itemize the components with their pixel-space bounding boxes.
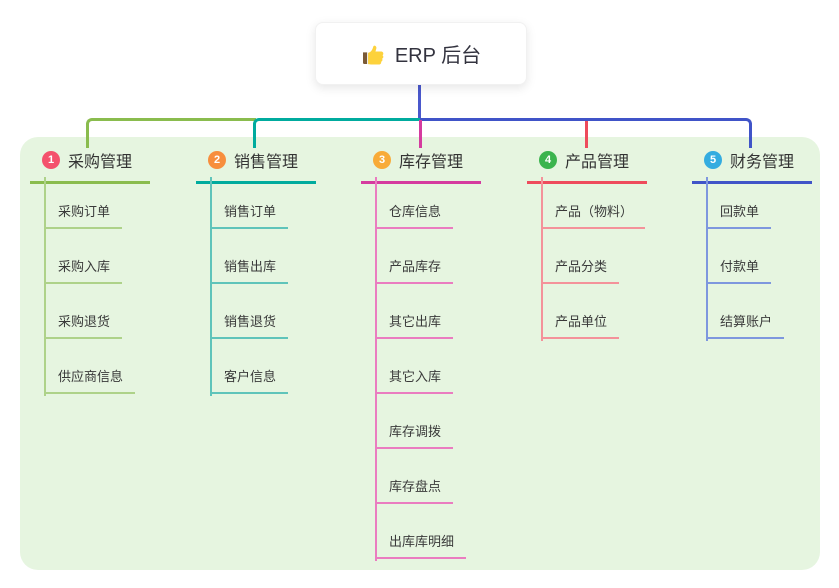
- child-node[interactable]: 出库库明细: [375, 504, 467, 559]
- branch-title: 销售管理: [234, 154, 299, 171]
- thumbs-up-icon: [361, 42, 385, 66]
- branch-header[interactable]: 4 产品管理: [527, 146, 647, 184]
- child-label: 产品库存: [375, 256, 454, 284]
- child-label: 其它入库: [375, 366, 454, 394]
- branch-header[interactable]: 5 财务管理: [692, 146, 812, 184]
- child-label: 销售出库: [210, 256, 289, 284]
- root-node[interactable]: ERP 后台: [315, 22, 527, 85]
- child-label: 销售退货: [210, 311, 289, 339]
- child-node[interactable]: 产品库存: [375, 229, 466, 284]
- child-label: 结算账户: [706, 311, 785, 339]
- child-label: 采购退货: [44, 311, 123, 339]
- child-label: 回款单: [706, 201, 772, 229]
- child-node[interactable]: 结算账户: [706, 284, 785, 339]
- child-label: 销售订单: [210, 201, 289, 229]
- branch-spine-line: [706, 177, 708, 341]
- branch-spine-line: [541, 177, 543, 341]
- branch-children: 采购订单采购入库采购退货供应商信息: [44, 174, 136, 394]
- branch-children: 产品（物料） 产品分类产品单位: [541, 174, 646, 339]
- branch-children: 回款单付款单结算账户: [706, 174, 785, 339]
- child-label: 产品单位: [541, 311, 620, 339]
- branch-title: 产品管理: [565, 154, 630, 171]
- child-node[interactable]: 销售订单: [210, 174, 289, 229]
- child-node[interactable]: 产品分类: [541, 229, 645, 284]
- branch-inventory: 3 库存管理 仓库信息产品库存其它出库其它入库库存调拨库存盘点出库库明细: [361, 146, 501, 561]
- branch-spine-line: [210, 177, 212, 396]
- child-node[interactable]: 库存调拨: [375, 394, 466, 449]
- branch-children: 仓库信息产品库存其它出库其它入库库存调拨库存盘点出库库明细: [375, 174, 467, 559]
- branch-purchase: 1 采购管理 采购订单采购入库采购退货供应商信息: [30, 146, 170, 396]
- child-node[interactable]: 仓库信息: [375, 174, 466, 229]
- child-label: 付款单: [706, 256, 772, 284]
- child-label: 供应商信息: [44, 366, 136, 394]
- child-label: 仓库信息: [375, 201, 454, 229]
- connector-bus-purchase: [86, 118, 256, 148]
- child-node[interactable]: 供应商信息: [44, 339, 136, 394]
- child-node[interactable]: 产品单位: [541, 284, 645, 339]
- branch-number-badge: 4: [539, 151, 557, 169]
- child-node[interactable]: 客户信息: [210, 339, 289, 394]
- child-node[interactable]: 采购订单: [44, 174, 135, 229]
- root-connector-line: [418, 84, 421, 121]
- child-label: 其它出库: [375, 311, 454, 339]
- child-node[interactable]: 库存盘点: [375, 449, 466, 504]
- branch-title: 财务管理: [730, 154, 795, 171]
- child-label: 库存盘点: [375, 476, 454, 504]
- connector-bus-finance: [420, 118, 752, 148]
- child-node[interactable]: 销售退货: [210, 284, 289, 339]
- branch-header[interactable]: 2 销售管理: [196, 146, 316, 184]
- child-label: 客户信息: [210, 366, 289, 394]
- child-node[interactable]: 采购入库: [44, 229, 135, 284]
- branch-finance: 5 财务管理 回款单付款单结算账户: [692, 146, 832, 341]
- child-node[interactable]: 销售出库: [210, 229, 289, 284]
- branch-sales: 2 销售管理 销售订单销售出库销售退货客户信息: [196, 146, 336, 396]
- connector-drop-product: [585, 121, 588, 148]
- root-label: ERP 后台: [394, 45, 482, 67]
- connector-bus-sales: [253, 118, 421, 148]
- child-label: 采购入库: [44, 256, 123, 284]
- branch-header[interactable]: 1 采购管理: [30, 146, 150, 184]
- branch-children: 销售订单销售出库销售退货客户信息: [210, 174, 289, 394]
- child-node[interactable]: 回款单: [706, 174, 784, 229]
- child-label: 产品分类: [541, 256, 620, 284]
- branch-number-badge: 3: [373, 151, 391, 169]
- child-label: 出库库明细: [375, 531, 467, 559]
- child-node[interactable]: 其它入库: [375, 339, 466, 394]
- branch-title: 库存管理: [399, 154, 464, 171]
- child-label: 采购订单: [44, 201, 123, 229]
- child-node[interactable]: 付款单: [706, 229, 784, 284]
- branch-spine-line: [44, 177, 46, 396]
- branch-number-badge: 5: [704, 151, 722, 169]
- branch-number-badge: 2: [208, 151, 226, 169]
- connector-drop-inventory: [419, 120, 422, 148]
- child-label: 产品（物料）: [541, 201, 646, 229]
- branches-panel: [20, 137, 820, 570]
- branch-spine-line: [375, 177, 377, 561]
- branch-product: 4 产品管理 产品（物料） 产品分类产品单位: [527, 146, 667, 341]
- child-node[interactable]: 其它出库: [375, 284, 466, 339]
- child-label: 库存调拨: [375, 421, 454, 449]
- branch-title: 采购管理: [68, 154, 133, 171]
- branch-number-badge: 1: [42, 151, 60, 169]
- child-node[interactable]: 产品（物料）: [541, 174, 646, 229]
- child-node[interactable]: 采购退货: [44, 284, 135, 339]
- branch-header[interactable]: 3 库存管理: [361, 146, 481, 184]
